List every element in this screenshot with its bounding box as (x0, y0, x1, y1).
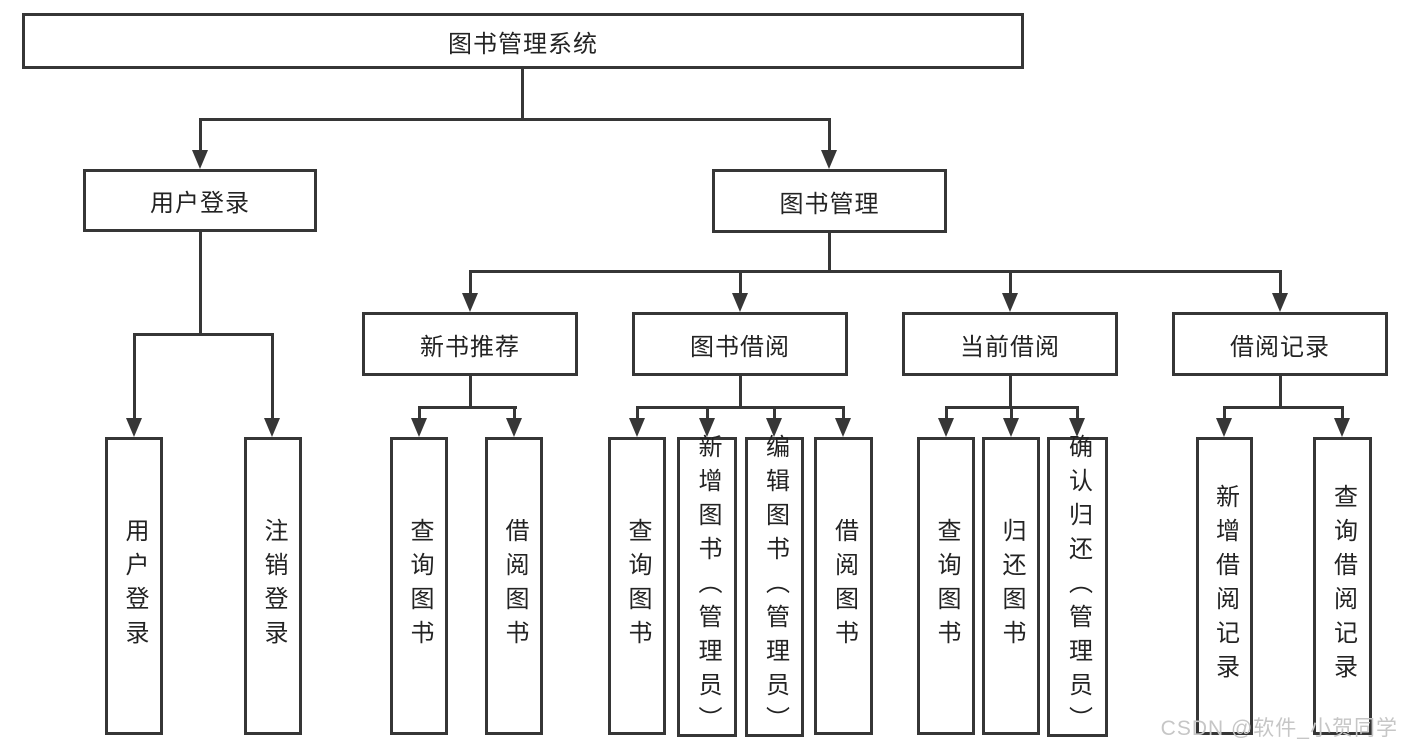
leaf-recommend-borrow-books: 借阅图书 (485, 437, 543, 735)
connector-records-split (1223, 406, 1344, 409)
connector-to-records-query (1341, 406, 1344, 420)
leaf-current-return-books: 归还图书 (982, 437, 1040, 735)
leaf-borrow-query-books: 查询图书 (608, 437, 666, 735)
node-root-label: 图书管理系统 (448, 30, 598, 58)
arrow-down-icon (629, 418, 645, 437)
connector-records-stem (1279, 376, 1282, 408)
connector-to-current-return (1010, 406, 1013, 420)
node-borrow-records: 借阅记录 (1172, 312, 1388, 376)
leaf-user-login-label: 用户登录 (121, 518, 148, 654)
node-book-management-label: 图书管理 (779, 190, 880, 218)
leaf-recommend-query-books-label: 查询图书 (406, 518, 433, 654)
node-user-login-label: 用户登录 (150, 190, 250, 217)
arrow-down-icon (1272, 293, 1288, 312)
connector-to-leaf-logout (271, 333, 274, 419)
connector-recommend-stem (469, 376, 472, 408)
arrow-down-icon (1334, 418, 1350, 437)
node-book-borrow: 图书借阅 (632, 312, 848, 376)
arrow-down-icon (732, 293, 748, 312)
connector-to-leaf-user-login (133, 333, 136, 419)
arrow-down-icon (126, 418, 142, 437)
connector-to-records-add (1223, 406, 1226, 420)
connector-to-current-query (945, 406, 948, 420)
connector-to-user-login (199, 118, 202, 151)
leaf-current-confirm-return-admin: 确认归还（管理员） (1047, 434, 1108, 740)
leaf-records-add-borrow-record-label: 新增借阅记录 (1211, 484, 1239, 688)
arrow-down-icon (821, 150, 837, 169)
arrow-down-icon (411, 418, 427, 437)
leaf-borrow-borrow-books: 借阅图书 (814, 437, 873, 735)
connector-to-borrow-records (1279, 270, 1282, 294)
leaf-current-query-books-label: 查询图书 (933, 518, 960, 654)
connector-user-login-split (133, 333, 274, 336)
leaf-logout: 注销登录 (244, 437, 302, 735)
leaf-logout-label: 注销登录 (260, 518, 287, 654)
connector-book-management-stem (828, 233, 831, 272)
leaf-current-confirm-return-admin-label: 确认归还（管理员） (1064, 434, 1092, 740)
connector-to-recommend-borrow (513, 406, 516, 420)
connector-recommend-split (418, 406, 517, 409)
connector-to-borrow-edit (773, 406, 776, 420)
node-book-management: 图书管理 (712, 169, 947, 233)
node-root: 图书管理系统 (22, 13, 1024, 69)
connector-root-stem (521, 69, 524, 118)
arrow-down-icon (766, 418, 782, 437)
connector-user-login-stem (199, 232, 202, 334)
arrow-down-icon (1003, 418, 1019, 437)
connector-borrow-stem (739, 376, 742, 408)
leaf-current-return-books-label: 归还图书 (998, 518, 1025, 654)
connector-to-borrow-add (706, 406, 709, 420)
leaf-records-query-borrow-record-label: 查询借阅记录 (1329, 484, 1357, 688)
csdn-watermark: CSDN @软件_小贺同学 (1160, 717, 1398, 740)
arrow-down-icon (835, 418, 851, 437)
connector-current-stem (1009, 376, 1012, 408)
connector-to-recommend-query (418, 406, 421, 420)
leaf-borrow-add-books-admin-label: 新增图书（管理员） (694, 434, 721, 740)
connector-root-split (199, 118, 831, 121)
node-new-book-recommend: 新书推荐 (362, 312, 578, 376)
leaf-records-add-borrow-record: 新增借阅记录 (1196, 437, 1253, 735)
node-current-borrow: 当前借阅 (902, 312, 1118, 376)
arrow-down-icon (1002, 293, 1018, 312)
connector-to-book-borrow (739, 270, 742, 294)
connector-to-current-borrow (1009, 270, 1012, 294)
connector-to-borrow-borrow (842, 406, 845, 420)
arrow-down-icon (1216, 418, 1232, 437)
node-user-login: 用户登录 (83, 169, 317, 232)
leaf-recommend-borrow-books-label: 借阅图书 (501, 518, 528, 654)
arrow-down-icon (938, 418, 954, 437)
arrow-down-icon (699, 418, 715, 437)
arrow-down-icon (506, 418, 522, 437)
node-borrow-records-label: 借阅记录 (1230, 333, 1330, 361)
node-new-book-recommend-label: 新书推荐 (420, 333, 520, 361)
arrow-down-icon (1069, 418, 1085, 437)
arrow-down-icon (462, 293, 478, 312)
node-book-borrow-label: 图书借阅 (690, 333, 790, 361)
connector-to-current-confirm (1076, 406, 1079, 420)
arrow-down-icon (192, 150, 208, 169)
leaf-borrow-borrow-books-label: 借阅图书 (830, 518, 858, 654)
connector-to-borrow-query (636, 406, 639, 420)
leaf-user-login: 用户登录 (105, 437, 163, 735)
leaf-borrow-query-books-label: 查询图书 (624, 518, 651, 654)
connector-to-book-management (828, 118, 831, 151)
leaf-records-query-borrow-record: 查询借阅记录 (1313, 437, 1372, 735)
connector-book-management-split (469, 270, 1282, 273)
leaf-borrow-edit-books-admin-label: 编辑图书（管理员） (761, 434, 789, 740)
leaf-current-query-books: 查询图书 (917, 437, 975, 735)
leaf-borrow-add-books-admin: 新增图书（管理员） (677, 434, 737, 740)
connector-borrow-split (636, 406, 845, 409)
connector-to-new-book-recommend (469, 270, 472, 294)
arrow-down-icon (264, 418, 280, 437)
node-current-borrow-label: 当前借阅 (960, 333, 1060, 361)
leaf-recommend-query-books: 查询图书 (390, 437, 448, 735)
leaf-borrow-edit-books-admin: 编辑图书（管理员） (745, 434, 804, 740)
